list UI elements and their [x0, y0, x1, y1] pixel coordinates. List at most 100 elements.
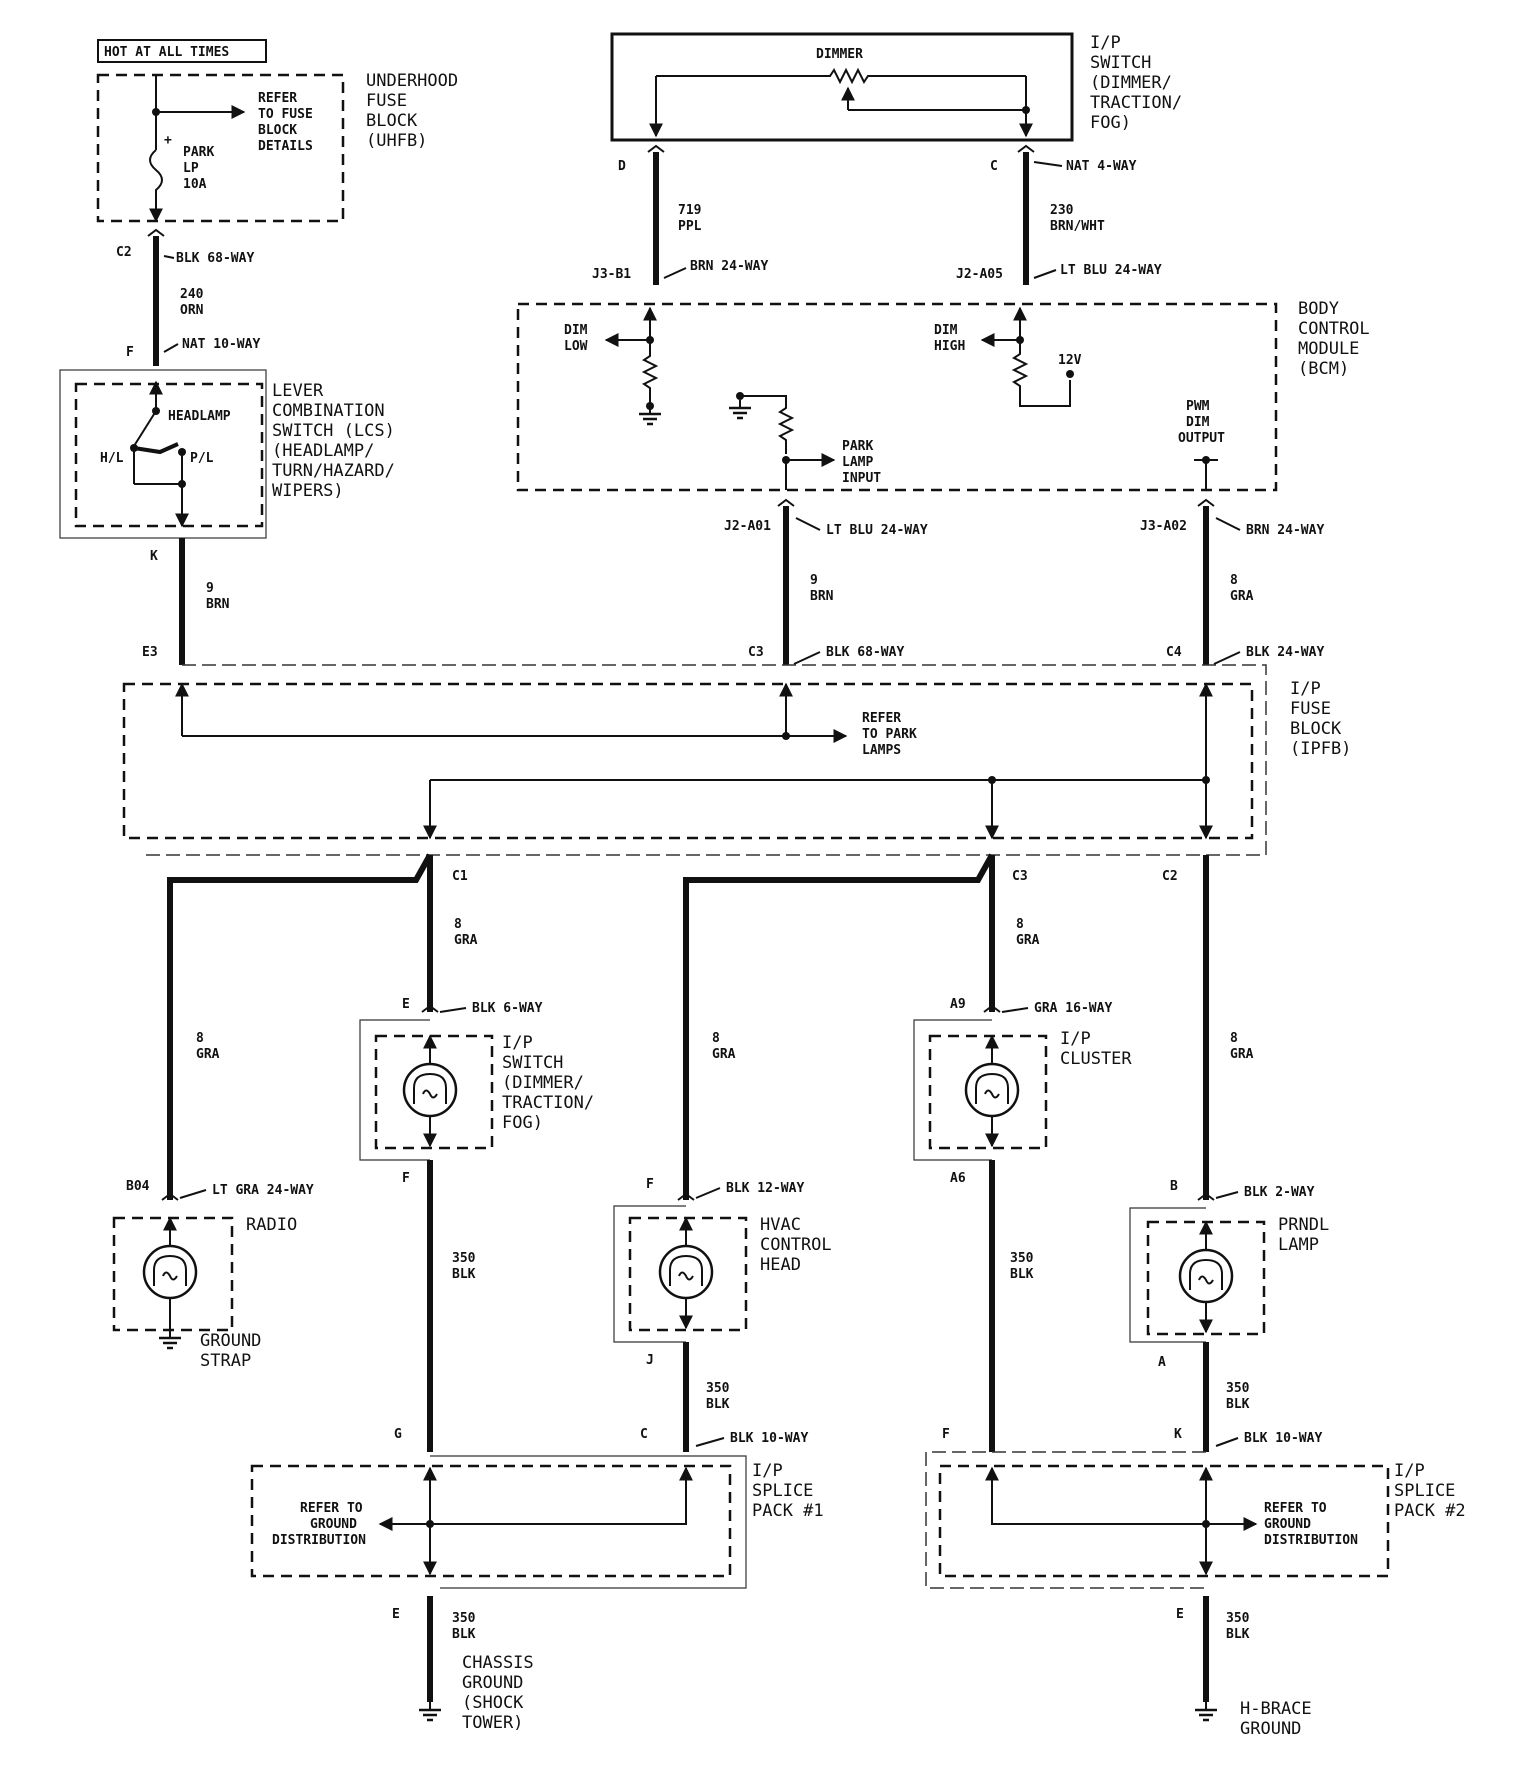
lcs-f-connector: NAT 10-WAY — [182, 337, 260, 352]
sp1-c-pin: C — [640, 1427, 648, 1442]
ipfb-refer-2: TO PARK — [862, 727, 917, 742]
fuse-label-3: 10A — [183, 177, 207, 192]
ipsw-title-3: (DIMMER/ — [502, 1073, 584, 1093]
wire-230-color: BRN/WHT — [1050, 219, 1105, 234]
ipsw-title-2: SWITCH — [502, 1053, 563, 1073]
cluster-outline — [913, 1019, 992, 1161]
hvac-f-pin: F — [646, 1177, 654, 1192]
wire-350-cluster-number: 350 — [1010, 1251, 1034, 1266]
uhfb-title-1: UNDERHOOD — [366, 71, 458, 91]
j2-a05-connector: LT BLU 24-WAY — [1060, 263, 1162, 278]
radio-bulb — [142, 1244, 198, 1300]
j3-a02-label: J3-A02 — [1140, 519, 1187, 534]
wire-350-ipsw-color: BLK — [452, 1267, 476, 1282]
bcm-title-2: CONTROL — [1298, 319, 1370, 339]
dimmer-resistor — [656, 67, 1026, 85]
j3-a02-leader — [1215, 517, 1241, 531]
cluster-bulb — [964, 1062, 1020, 1118]
ipfb-title-4: (IPFB) — [1290, 739, 1351, 759]
chassis-ground-symbol — [417, 1700, 443, 1722]
j2-a01-connector: LT BLU 24-WAY — [826, 523, 928, 538]
lcs-headlamp-label: HEADLAMP — [168, 409, 231, 424]
uhfb-refer-1: REFER — [258, 91, 297, 106]
wire-240-color: ORN — [180, 303, 204, 318]
wire-8-c3-color: GRA — [1016, 933, 1040, 948]
lcs-outer-box — [59, 369, 267, 539]
lcs-title-5: TURN/HAZARD/ — [272, 461, 395, 481]
bcm-title-4: (BCM) — [1298, 359, 1349, 379]
lcs-title-4: (HEADLAMP/ — [272, 441, 374, 461]
ip-switch-top-title-2: SWITCH — [1090, 53, 1151, 73]
c4-connector: BLK 24-WAY — [1246, 645, 1324, 660]
bcm-pwm-dot — [1202, 456, 1210, 464]
cluster-a9-connector: GRA 16-WAY — [1034, 1001, 1112, 1016]
wire-350-hvac-color: BLK — [706, 1397, 730, 1412]
hvac-f-connector: BLK 12-WAY — [726, 1181, 804, 1196]
sp2-k-pin: K — [1174, 1427, 1182, 1442]
wire-8-c1-color: GRA — [454, 933, 478, 948]
sp2-title-1: I/P — [1394, 1461, 1425, 1481]
ip-switch-top-title-3: (DIMMER/ — [1090, 73, 1172, 93]
cluster-a9-break — [983, 1004, 1001, 1013]
sp2-connector-leader — [1215, 1437, 1239, 1447]
splice-pack-1-box — [250, 1464, 732, 1578]
dimmer-wiper-dot — [1022, 106, 1030, 114]
wire-8-gra-hvac — [683, 853, 995, 1200]
chassis-ground-1: CHASSIS — [462, 1653, 534, 1673]
park-input-2: LAMP — [842, 455, 873, 470]
park-input-3: INPUT — [842, 471, 881, 486]
dim-high-2: HIGH — [934, 339, 965, 354]
c4-leader — [1213, 651, 1241, 665]
ipsw-e-break — [421, 1004, 439, 1013]
wire-9-left-number: 9 — [206, 581, 214, 596]
wire-8-hvac-number: 8 — [712, 1031, 720, 1046]
bcm-dim-low-ground — [637, 404, 663, 426]
uhfb-title-4: (UHFB) — [366, 131, 427, 151]
ipfb-c1-label: C1 — [452, 869, 468, 884]
park-lp-fuse-symbol — [149, 149, 163, 210]
radio-b04-leader — [179, 1189, 207, 1199]
park-input-1: PARK — [842, 439, 873, 454]
ground-strap-1: GROUND — [200, 1331, 261, 1351]
bcm-dim-high-resistor — [1011, 340, 1071, 407]
wire-230-number: 230 — [1050, 203, 1074, 218]
j3-a02-connector: BRN 24-WAY — [1246, 523, 1324, 538]
wire-350-prndl-number: 350 — [1226, 1381, 1250, 1396]
cluster-a6-pin: A6 — [950, 1171, 966, 1186]
connector-c-break — [1017, 144, 1035, 153]
ipfb-box — [122, 682, 1254, 840]
c3-leader — [793, 651, 821, 665]
wire-350-hbrace-color: BLK — [1226, 1627, 1250, 1642]
wire-8-right-number: 8 — [1230, 573, 1238, 588]
lcs-title-1: LEVER — [272, 381, 324, 401]
sp1-refer-1: REFER TO — [300, 1501, 363, 1516]
j2-a05-label: J2-A05 — [956, 267, 1003, 282]
wire-8-radio-color: GRA — [196, 1047, 220, 1062]
ipfb-title-3: BLOCK — [1290, 719, 1342, 739]
fuse-label-2: LP — [183, 161, 199, 176]
ip-switch-top-title-5: FOG) — [1090, 113, 1131, 133]
wire-8-hvac-color: GRA — [712, 1047, 736, 1062]
j2-a01-break — [777, 498, 795, 507]
sp2-e-pin: E — [1176, 1607, 1184, 1622]
sp1-title-3: PACK #1 — [752, 1501, 824, 1521]
sp1-connector: BLK 10-WAY — [730, 1431, 808, 1446]
prndl-b-pin: B — [1170, 1179, 1178, 1194]
dim-low-2: LOW — [564, 339, 588, 354]
wire-8-gra-radio — [167, 853, 433, 1200]
prndl-b-connector: BLK 2-WAY — [1244, 1185, 1315, 1200]
ipfb-title-2: FUSE — [1290, 699, 1331, 719]
chassis-ground-3: (SHOCK — [462, 1693, 524, 1713]
ipfb-title-1: I/P — [1290, 679, 1321, 699]
hvac-title-3: HEAD — [760, 1255, 801, 1275]
pin-c-label: C — [990, 159, 998, 174]
ipfb-c3-label: C3 — [1012, 869, 1028, 884]
wire-8-c2-number: 8 — [1230, 1031, 1238, 1046]
radio-title: RADIO — [246, 1215, 297, 1235]
ipsw-outline — [359, 1019, 430, 1161]
prndl-b-leader — [1215, 1191, 1239, 1199]
nat-4-way-label: NAT 4-WAY — [1066, 159, 1137, 174]
hvac-title-2: CONTROL — [760, 1235, 832, 1255]
ipfb-refer-3: LAMPS — [862, 743, 901, 758]
